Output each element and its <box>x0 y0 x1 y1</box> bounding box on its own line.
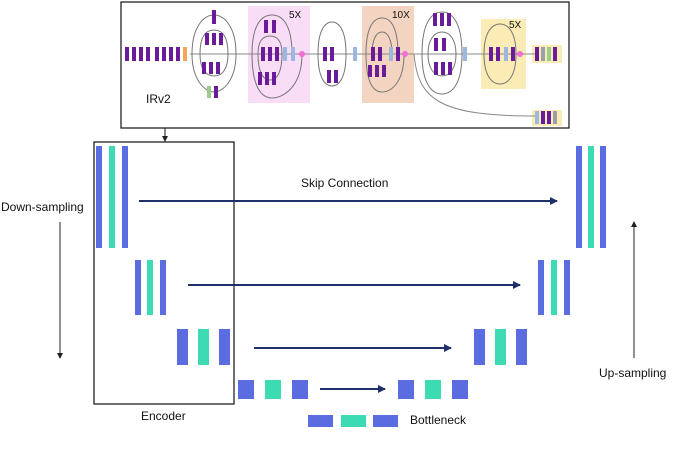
irv2-label: IRv2 <box>146 92 171 106</box>
bottleneck-block <box>308 415 398 427</box>
inception-resnet-a <box>251 14 305 99</box>
auxiliary-branch-line <box>413 53 536 117</box>
encoder-label: Encoder <box>141 409 186 423</box>
reduction-a <box>317 21 357 87</box>
stem-blocks <box>125 47 187 61</box>
encoder-level-4 <box>238 380 308 399</box>
decoder-level-2 <box>538 260 570 315</box>
up-sampling-label: Up-sampling <box>599 366 667 380</box>
stem-inception-module <box>191 10 237 98</box>
inception-resnet-b <box>365 17 408 93</box>
encoder-level-3 <box>177 329 230 365</box>
encoder-level-2 <box>135 260 166 315</box>
decoder-level-1 <box>576 146 606 248</box>
down-sampling-label: Down-sampling <box>1 200 84 214</box>
irv2-panel <box>120 1 570 142</box>
output-head-2 <box>535 111 557 124</box>
bottleneck-label: Bottleneck <box>410 413 467 427</box>
repeat-label-c: 5X <box>509 20 522 31</box>
repeat-label-a: 5X <box>289 10 302 21</box>
inception-resnet-c <box>483 23 523 85</box>
reduction-b <box>421 11 467 95</box>
encoder-box <box>93 141 235 405</box>
output-head-1 <box>535 47 557 61</box>
skip-connection-label: Skip Connection <box>301 176 389 190</box>
decoder-level-3 <box>474 329 527 365</box>
encoder-level-1 <box>96 146 128 248</box>
repeat-label-b: 10X <box>392 10 410 21</box>
decoder-level-4 <box>398 380 468 399</box>
